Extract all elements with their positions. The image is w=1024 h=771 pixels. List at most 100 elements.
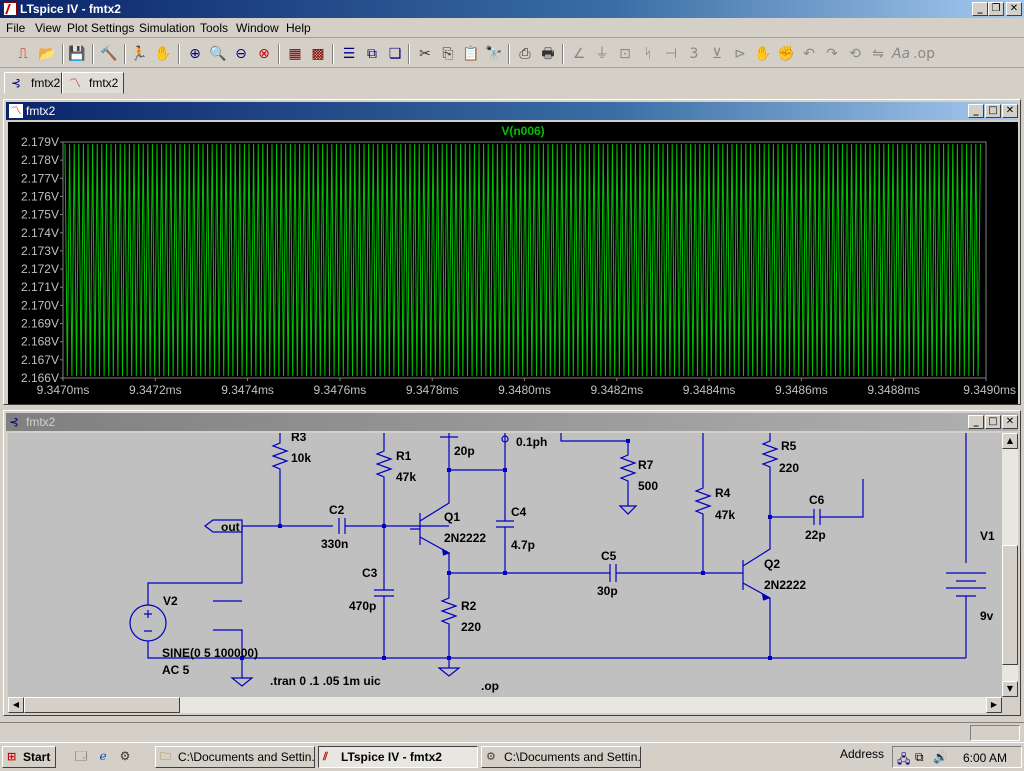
y-tick-label: 2.175V bbox=[21, 208, 59, 222]
r5-resistor bbox=[761, 433, 779, 517]
r2-resistor bbox=[440, 573, 458, 658]
plot-maximize-button[interactable]: □ bbox=[985, 104, 1001, 118]
tab-waveform[interactable]: 〽 fmtx2 bbox=[62, 72, 124, 94]
zoom-out-icon[interactable]: ⊖ bbox=[235, 46, 247, 62]
trace-label[interactable]: V(n006) bbox=[501, 124, 544, 138]
v1-battery bbox=[946, 433, 986, 658]
internet-explorer-icon[interactable]: ℯ bbox=[99, 749, 107, 763]
c5-label: C5 bbox=[601, 549, 617, 563]
save-icon[interactable]: 💾 bbox=[68, 46, 86, 62]
scroll-left-button[interactable]: ◀ bbox=[8, 697, 24, 713]
taskbar-label: C:\Documents and Settin... bbox=[504, 750, 641, 764]
run-icon[interactable]: 🏃 bbox=[130, 46, 148, 62]
close-button[interactable]: ✕ bbox=[1006, 2, 1022, 16]
show-desktop-icon[interactable]: 🗔 bbox=[74, 749, 88, 763]
q2-label: Q2 bbox=[764, 557, 780, 571]
taskbar-explorer-1[interactable]: 🗀 C:\Documents and Settin... bbox=[155, 746, 315, 768]
spice-directive-icon[interactable]: .op bbox=[913, 46, 935, 62]
zoom-fit-icon[interactable]: ⊗ bbox=[258, 46, 270, 62]
menu-simulation[interactable]: Simulation bbox=[139, 21, 196, 35]
menu-help[interactable]: Help bbox=[286, 21, 311, 35]
tab-schematic[interactable]: ⊰ fmtx2 bbox=[4, 72, 62, 94]
c6-label: C6 bbox=[809, 493, 825, 507]
copy-icon[interactable]: ⎘ bbox=[442, 46, 454, 62]
horizontal-scroll-thumb[interactable] bbox=[24, 697, 180, 713]
ground-icon[interactable]: ⏚ bbox=[595, 46, 609, 62]
ltspice-app-icon bbox=[3, 2, 17, 16]
y-tick-label: 2.166V bbox=[21, 371, 59, 385]
menu-window[interactable]: Window bbox=[236, 21, 279, 35]
halt-icon[interactable]: ✋ bbox=[154, 46, 172, 62]
open-icon[interactable]: 📂 bbox=[38, 46, 56, 62]
r5-label: R5 bbox=[781, 439, 797, 453]
menu-tools[interactable]: Tools bbox=[200, 21, 229, 35]
q1-transistor bbox=[410, 470, 450, 573]
taskbar-ltspice[interactable]: ⫽ LTspice IV - fmtx2 bbox=[318, 746, 478, 768]
vertical-scrollbar[interactable]: ▲ ▼ bbox=[1002, 433, 1018, 697]
label-net-icon[interactable]: ⊡ bbox=[619, 46, 631, 62]
minimize-button[interactable]: _ bbox=[972, 2, 988, 16]
c5-capacitor bbox=[449, 564, 703, 582]
capacitor-icon[interactable]: ⊣ bbox=[664, 46, 678, 62]
ltspice-icon: ⫽ bbox=[323, 750, 328, 763]
text-icon[interactable]: Aa bbox=[891, 46, 911, 62]
grid-icon[interactable]: ▩ bbox=[311, 46, 325, 62]
x-tick-label: 9.3490ms bbox=[963, 383, 1016, 397]
document-tabs: ⊰ fmtx2 〽 fmtx2 bbox=[0, 70, 1024, 94]
plot-close-button[interactable]: ✕ bbox=[1002, 104, 1018, 118]
component-icon[interactable]: ⊳ bbox=[734, 46, 746, 62]
x-tick-label: 9.3476ms bbox=[314, 383, 367, 397]
autorange-icon[interactable]: ▦ bbox=[288, 46, 302, 62]
drag-icon[interactable]: ✊ bbox=[777, 46, 795, 62]
undo-icon[interactable]: ↶ bbox=[803, 46, 815, 62]
vertical-scroll-thumb[interactable] bbox=[1002, 545, 1018, 665]
redo-icon[interactable]: ↷ bbox=[826, 46, 838, 62]
cascade-icon[interactable]: ❏ bbox=[388, 46, 402, 62]
schematic-close-button[interactable]: ✕ bbox=[1002, 415, 1018, 429]
print-icon[interactable]: 🖶 bbox=[541, 46, 555, 62]
inductor-icon[interactable]: 3 bbox=[689, 46, 699, 62]
control-panel-icon[interactable]: 🔨 bbox=[100, 46, 118, 62]
scroll-right-button[interactable]: ▶ bbox=[986, 697, 1002, 713]
schematic-canvas[interactable]: R3 10k R1 47k 20p 0.1ph R7 500 R5 220 R4… bbox=[8, 433, 1002, 697]
menu-plot-settings[interactable]: Plot Settings bbox=[67, 21, 135, 35]
diode-icon[interactable]: ⊻ bbox=[711, 46, 723, 62]
scroll-down-button[interactable]: ▼ bbox=[1002, 681, 1018, 697]
schematic-minimize-button[interactable]: _ bbox=[968, 415, 984, 429]
move-icon[interactable]: ✋ bbox=[754, 46, 772, 62]
address-label[interactable]: Address bbox=[840, 747, 885, 761]
wire-icon[interactable]: ∠ bbox=[572, 46, 586, 62]
menu-view[interactable]: View bbox=[35, 21, 61, 35]
q1-model: 2N2222 bbox=[444, 531, 486, 545]
start-button[interactable]: ⊞ Start bbox=[2, 746, 56, 768]
c2-value: 330n bbox=[321, 537, 348, 551]
schematic-maximize-button[interactable]: □ bbox=[985, 415, 1001, 429]
cut-icon[interactable]: ✂ bbox=[419, 46, 431, 62]
scroll-up-button[interactable]: ▲ bbox=[1002, 433, 1018, 449]
y-tick-label: 2.171V bbox=[21, 280, 59, 294]
new-schematic-icon[interactable]: ⎍ bbox=[18, 46, 28, 62]
network-icon[interactable]: 🖧 bbox=[897, 752, 911, 766]
mirror-icon[interactable]: ⇋ bbox=[872, 46, 884, 62]
tile-horizontal-icon[interactable]: ☰ bbox=[342, 46, 356, 62]
restore-button[interactable]: ❐ bbox=[988, 2, 1004, 16]
y-tick-label: 2.174V bbox=[21, 226, 59, 240]
rotate-icon[interactable]: ⟲ bbox=[849, 46, 861, 62]
find-icon[interactable]: 🔭 bbox=[485, 46, 503, 62]
y-tick-label: 2.179V bbox=[21, 135, 59, 149]
resistor-icon[interactable]: ᛋ bbox=[643, 46, 653, 62]
plot-minimize-button[interactable]: _ bbox=[968, 104, 984, 118]
tile-vertical-icon[interactable]: ⧉ bbox=[367, 46, 377, 62]
print-setup-icon[interactable]: ⎙ bbox=[519, 46, 531, 62]
taskbar-explorer-2[interactable]: ⚙ C:\Documents and Settin... bbox=[481, 746, 641, 768]
paste-icon[interactable]: 📋 bbox=[462, 46, 480, 62]
pan-icon[interactable]: 🔍 bbox=[209, 46, 227, 62]
tray-app-icon[interactable]: ⧉ bbox=[915, 750, 924, 764]
horizontal-scrollbar[interactable]: ◀ ▶ bbox=[8, 697, 1002, 713]
volume-icon[interactable]: 🔊 bbox=[933, 750, 948, 764]
clock[interactable]: 6:00 AM bbox=[963, 751, 1008, 765]
menu-file[interactable]: File bbox=[6, 21, 26, 35]
quicklaunch-icon[interactable]: ⚙ bbox=[119, 749, 131, 763]
zoom-in-icon[interactable]: ⊕ bbox=[189, 46, 201, 62]
